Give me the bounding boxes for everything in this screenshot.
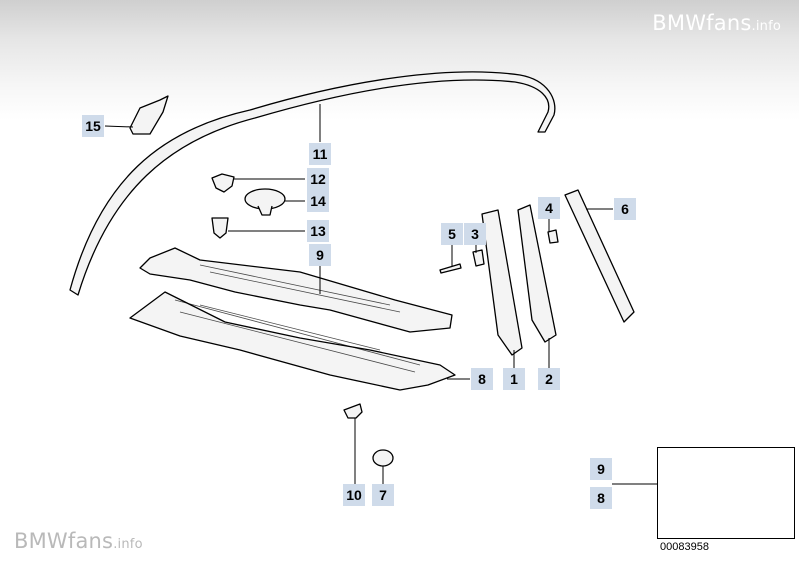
callout-10: 10 bbox=[343, 484, 365, 506]
leader-lines bbox=[104, 104, 683, 485]
part-12-clip bbox=[211, 173, 235, 193]
callout-6: 6 bbox=[614, 198, 636, 220]
part-3-clip bbox=[472, 249, 485, 267]
reference-number: 00083958 bbox=[660, 541, 709, 553]
cowl-ribs bbox=[174, 299, 421, 373]
part-11-trim-strip bbox=[69, 71, 556, 296]
callout-7: 7 bbox=[372, 484, 394, 506]
callout-2: 2 bbox=[538, 368, 560, 390]
part-13-plug bbox=[211, 217, 229, 239]
part-15-bracket bbox=[129, 95, 169, 135]
watermark-bottom: BMWfans.info bbox=[14, 529, 143, 553]
part-2-pillar-trim bbox=[517, 204, 557, 343]
callout-3: 3 bbox=[464, 223, 486, 245]
callout-14: 14 bbox=[307, 190, 329, 212]
callout-12: 12 bbox=[307, 168, 329, 190]
callout-5: 5 bbox=[441, 223, 463, 245]
inset-frame bbox=[657, 447, 795, 539]
part-6-pillar-trim bbox=[564, 189, 635, 323]
callout-9: 9 bbox=[309, 244, 331, 266]
callout-4: 4 bbox=[538, 197, 560, 219]
callout-inset-9: 9 bbox=[590, 458, 612, 480]
callout-15: 15 bbox=[82, 115, 104, 137]
part-1-pillar-trim bbox=[481, 209, 523, 356]
cowl-upper-ribs bbox=[199, 264, 401, 313]
callout-8: 8 bbox=[471, 368, 493, 390]
watermark-top: BMWfans.info bbox=[652, 11, 781, 35]
callout-13: 13 bbox=[307, 220, 329, 242]
part-7-plug bbox=[372, 449, 394, 467]
part-14-stem bbox=[257, 205, 273, 216]
callout-11: 11 bbox=[309, 143, 331, 165]
callout-1: 1 bbox=[503, 368, 525, 390]
part-4-clip bbox=[547, 229, 559, 244]
part-5-screw bbox=[439, 263, 462, 274]
callout-inset-8: 8 bbox=[590, 487, 612, 509]
part-10-clip bbox=[343, 403, 363, 419]
